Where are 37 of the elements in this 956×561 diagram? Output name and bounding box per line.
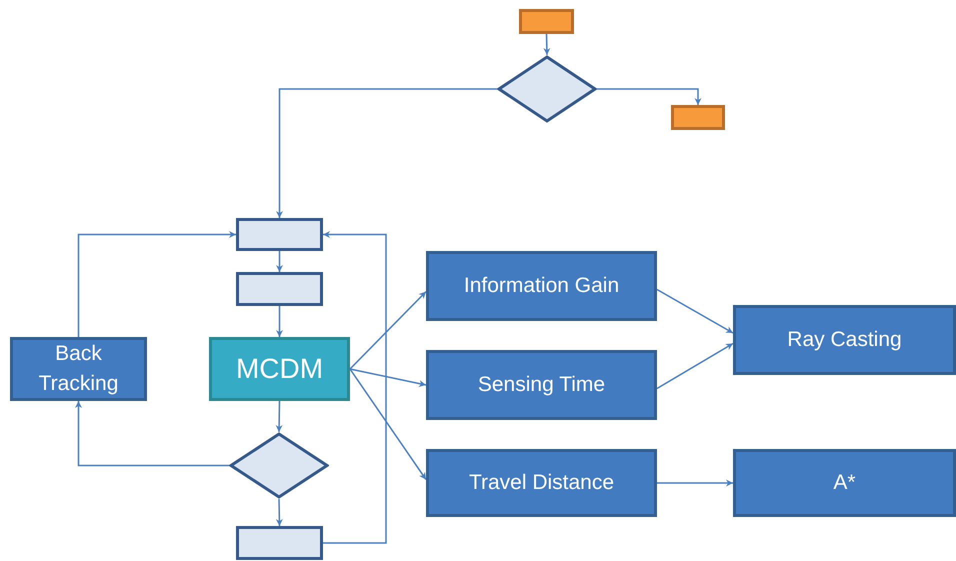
process-box: [209, 337, 350, 401]
process-box: [10, 337, 147, 401]
arrow: [78, 231, 236, 337]
process-box: [426, 350, 657, 420]
decision-diamond: [229, 432, 329, 499]
process-box: [733, 449, 956, 517]
box-label: A*: [833, 470, 856, 496]
terminal-box: [519, 9, 574, 34]
box-label: Ray Casting: [787, 327, 902, 353]
process-box: [236, 526, 323, 560]
box-label: Back Tracking: [38, 341, 120, 397]
arrow: [543, 34, 550, 56]
process-box: [426, 251, 657, 321]
process-box: [426, 449, 657, 517]
arrow: [323, 231, 387, 544]
arrow: [349, 368, 427, 480]
box-label: Travel Distance: [468, 470, 614, 496]
terminal-box: [671, 105, 725, 130]
arrow: [276, 88, 497, 218]
arrow: [276, 306, 283, 337]
arrow: [657, 480, 733, 486]
process-box: [733, 305, 956, 375]
arrow: [276, 498, 283, 526]
box-label: Sensing Time: [478, 372, 606, 398]
arrow: [349, 291, 427, 370]
decision-diamond: [497, 55, 597, 123]
box-label: MCDM: [236, 354, 324, 384]
box-label: Information Gain: [464, 273, 620, 299]
arrow: [75, 401, 229, 466]
arrow: [276, 251, 283, 272]
process-box: [236, 218, 323, 251]
process-box: [236, 272, 323, 306]
arrow: [656, 288, 734, 334]
arrow: [656, 342, 734, 390]
arrow: [276, 400, 283, 432]
arrow: [597, 88, 702, 105]
arrow: [350, 368, 426, 387]
